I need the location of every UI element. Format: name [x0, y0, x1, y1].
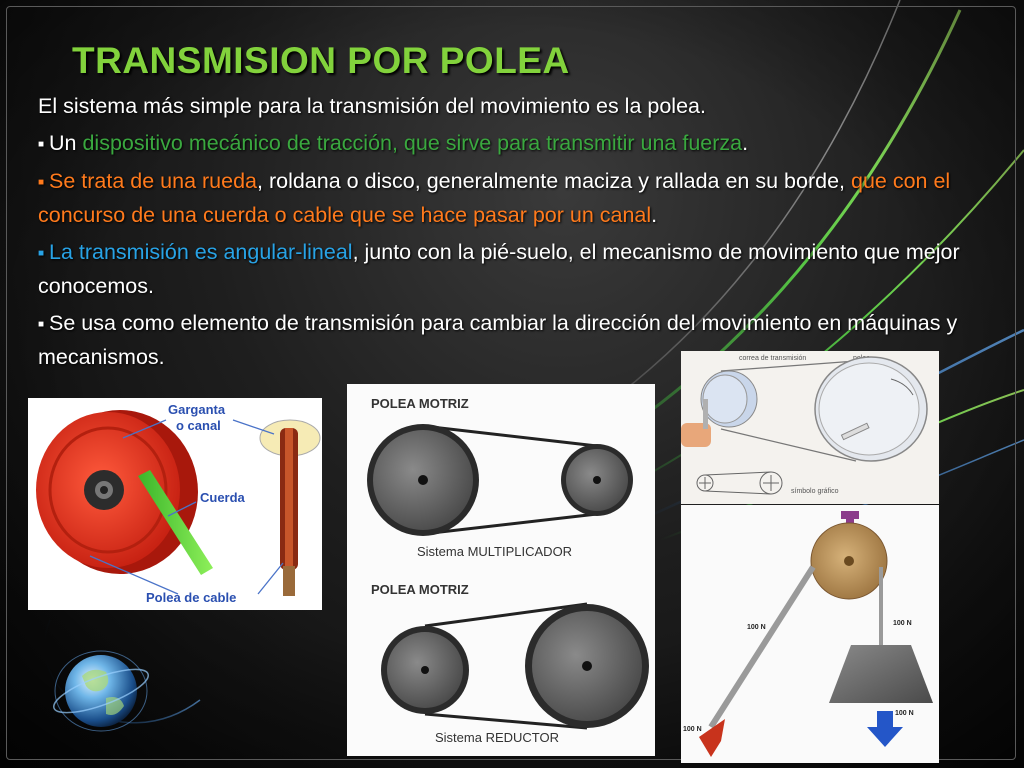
- symbol-label: símbolo gráfico: [791, 488, 839, 495]
- cable-pulley-label: Polea de cable: [146, 590, 236, 605]
- fixed-pulley-figure: 100 N 100 N 100 N 100 N: [681, 505, 939, 763]
- rope-force-label: 100 N: [893, 620, 912, 627]
- cable-pulley-figure: Garganta o canal Cuerda Polea de cable: [28, 398, 322, 610]
- bullet-item: ■ La transmisión es angular-lineal, junto…: [38, 236, 998, 303]
- bullet-text-segment: Se trata de una rueda: [49, 169, 257, 193]
- reducer-caption: Sistema REDUCTOR: [435, 730, 559, 745]
- square-bullet-icon: ■: [38, 139, 45, 150]
- bullet-item: ■Se usa como elemento de transmisión par…: [38, 307, 998, 374]
- slide-frame: [6, 6, 1016, 760]
- weight-block: [829, 645, 933, 703]
- bullet-text-segment: que con el concurso de una cuerda o cabl…: [38, 169, 951, 227]
- slide-title: TRANSMISION POR POLEA: [72, 40, 570, 81]
- red-arrow-icon: [699, 719, 725, 757]
- square-bullet-icon: ■: [38, 177, 45, 188]
- bullet-text-segment: La transmisión es angular-lineal: [49, 240, 353, 264]
- bullet-item: ■ Un dispositivo mecánico de tracción, qu…: [38, 127, 998, 161]
- bottom-force-label: 100 N: [683, 726, 702, 733]
- bullet-text-segment: dispositivo mecánico de tracción, que si…: [82, 131, 743, 155]
- belt-systems-figure: POLEA MOTRIZ Sistema MULTIPLICADOR POLEA…: [347, 384, 655, 756]
- groove-label-line2: o canal: [176, 418, 221, 433]
- bullet-text-segment: , junto con la pié-suelo, el mecanismo d…: [38, 240, 960, 298]
- groove-label-line1: Garganta: [168, 402, 226, 417]
- rope-label: Cuerda: [200, 490, 246, 505]
- square-bullet-icon: ■: [38, 248, 45, 259]
- bullet-text-segment: Un: [49, 131, 83, 155]
- rope-shape: [138, 470, 213, 575]
- multiplier-caption: Sistema MULTIPLICADOR: [417, 544, 572, 559]
- intro-paragraph: El sistema más simple para la transmisió…: [38, 94, 706, 118]
- globe-icon: [53, 650, 149, 732]
- bottom-driver-heading: POLEA MOTRIZ: [371, 582, 469, 597]
- blue-arrow-icon: [867, 711, 903, 747]
- bullet-text-segment: , roldana o disco, generalmente maciza y…: [257, 169, 851, 193]
- pull-force-label: 100 N: [747, 624, 766, 631]
- bullet-list: ■ Un dispositivo mecánico de tracción, qu…: [38, 127, 998, 374]
- bullet-item: ■ Se trata de una rueda, roldana o disco,…: [38, 165, 998, 232]
- bullet-text-segment: .: [742, 131, 749, 155]
- slide-body: El sistema más simple para la transmisió…: [38, 90, 998, 378]
- square-bullet-icon: ■: [38, 319, 45, 330]
- top-driver-heading: POLEA MOTRIZ: [371, 396, 469, 411]
- belt-sketch-figure: correa de transmisión polea símbolo gráf…: [681, 351, 939, 504]
- bullet-text-segment: Se usa como elemento de transmisión para…: [38, 311, 958, 369]
- svg-text:Garganta o canal: Garganta o canal: [168, 402, 229, 433]
- bullet-text-segment: .: [651, 203, 658, 227]
- belt-label: correa de transmisión: [739, 355, 806, 362]
- weight-force-label: 100 N: [895, 710, 914, 717]
